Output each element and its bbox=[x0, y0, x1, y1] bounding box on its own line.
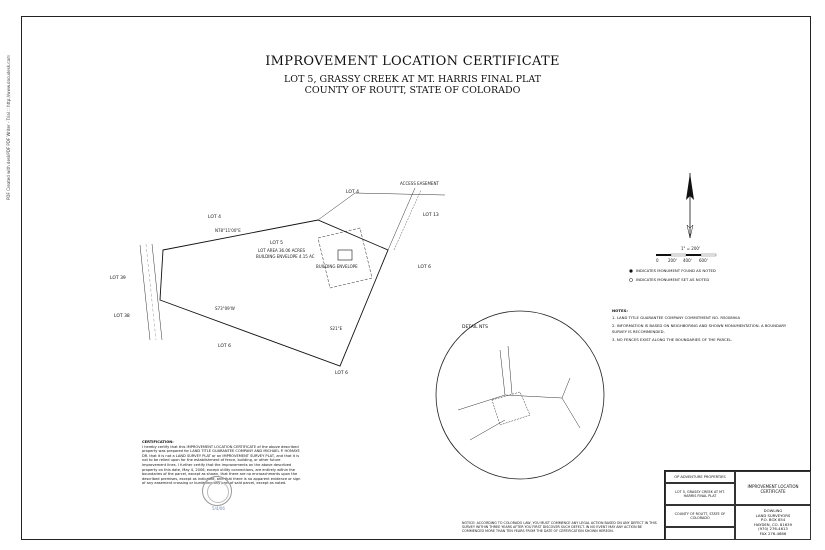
road-center bbox=[145, 243, 157, 341]
monument-found-symbol bbox=[629, 269, 633, 273]
scale-bar bbox=[656, 253, 717, 257]
tb-firm: DOWLING LAND SURVEYORS P.O. BOX 854 HAYD… bbox=[735, 505, 811, 540]
tb-firm-fax: FAX 276-4686 bbox=[759, 530, 787, 536]
north-arrow bbox=[686, 173, 694, 239]
drawing-border bbox=[21, 16, 811, 540]
access-road-line-2 bbox=[393, 189, 422, 251]
document-title: IMPROVEMENT LOCATION CERTIFICATE bbox=[265, 54, 560, 69]
bearing-annotation-east: S21°E bbox=[330, 326, 343, 331]
lot6b-label: LOT 6 bbox=[218, 343, 231, 349]
lot13-label: LOT 13 bbox=[423, 212, 439, 218]
lot4-line bbox=[317, 192, 356, 221]
scale-tick-2: 400' bbox=[683, 258, 692, 263]
lot6-label: LOT 6 bbox=[418, 264, 431, 270]
lot4b-label: LOT 4 bbox=[346, 189, 359, 195]
bearing-annotation-north: N78°11'00"E bbox=[215, 228, 241, 233]
building-footprint bbox=[337, 249, 353, 261]
surveyor-seal bbox=[202, 476, 232, 506]
document-subtitle-county: COUNTY OF ROUTT, STATE OF COLORADO bbox=[304, 85, 521, 96]
tb-firm-name: DOWLING bbox=[763, 508, 783, 513]
lot5-area: LOT AREA 36.06 ACRES bbox=[258, 248, 305, 253]
scale-tick-1: 200' bbox=[668, 258, 677, 263]
tb-county: COUNTY OF ROUTT, STATE OF COLORADO bbox=[665, 505, 735, 527]
scale-ratio: 1" = 200' bbox=[681, 246, 700, 251]
tb-firm-city: HAYDEN, CO. 81639 bbox=[753, 521, 793, 527]
scale-tick-3: 600' bbox=[699, 258, 708, 263]
tb-lot: LOT 5, GRASSY CREEK AT MT. HARRIS FINAL … bbox=[665, 483, 735, 505]
access-easement-note: ACCESS EASEMENT bbox=[400, 181, 439, 186]
detail-linework bbox=[457, 345, 581, 441]
legend-found: INDICATES MONUMENT FOUND AS NOTED bbox=[636, 268, 716, 273]
notes-heading: NOTES: bbox=[612, 308, 628, 313]
tb-firm-type: LAND SURVEYORS bbox=[755, 512, 791, 518]
road-left-edge bbox=[139, 244, 151, 341]
document-subtitle-lot: LOT 5, GRASSY CREEK AT MT. HARRIS FINAL … bbox=[283, 74, 542, 85]
road-right-edge bbox=[151, 243, 163, 341]
lot5-envelope: BUILDING ENVELOPE 4.15 AC bbox=[256, 254, 315, 259]
building-envelope bbox=[317, 227, 373, 289]
detail-label: DETAIL NTS bbox=[462, 324, 488, 330]
lot38-label: LOT 38 bbox=[114, 313, 130, 319]
tb-client: OP ADVENTURE PROPERTIES bbox=[665, 471, 735, 483]
tb-firm-address: P.O. BOX 854 bbox=[760, 517, 786, 523]
tb-revision-row bbox=[665, 527, 735, 540]
access-road-line bbox=[387, 187, 416, 251]
lot13-line bbox=[354, 192, 446, 196]
note-item: 2. INFORMATION IS BASED ON NEIGHBORING A… bbox=[612, 323, 787, 334]
scale-tick-0: 0 bbox=[656, 258, 659, 263]
tb-doc-type: IMPROVEMENT LOCATION CERTIFICATE bbox=[735, 471, 811, 505]
legend: INDICATES MONUMENT FOUND AS NOTED INDICA… bbox=[636, 268, 716, 286]
monument-set-symbol bbox=[629, 278, 633, 282]
lot5-boundary bbox=[159, 219, 389, 367]
title-block: OP ADVENTURE PROPERTIES LOT 5, GRASSY CR… bbox=[664, 470, 811, 540]
seal-signature-date: 5/4/06 bbox=[212, 506, 225, 511]
certification-heading: CERTIFICATION: bbox=[142, 440, 174, 444]
notes-block: NOTES: 1. LAND TITLE GUARANTEE COMPANY C… bbox=[612, 308, 792, 345]
note-item: 1. LAND TITLE GUARANTEE COMPANY COMMITME… bbox=[612, 315, 741, 321]
note-item: 3. NO FENCES EXIST ALONG THE BOUNDARIES … bbox=[612, 336, 733, 342]
building-envelope-label: BUILDING ENVELOPE bbox=[316, 264, 358, 269]
lot39-label: LOT 39 bbox=[110, 275, 126, 281]
legal-notice: NOTICE: ACCORDING TO COLORADO LAW, YOU M… bbox=[462, 521, 657, 534]
legend-set: INDICATES MONUMENT SET AS NOTED bbox=[636, 277, 710, 282]
bearing-annotation-south: S73°09'W bbox=[215, 306, 235, 311]
tb-firm-phone: (970) 276-4613 bbox=[758, 526, 788, 532]
lot4-label: LOT 4 bbox=[208, 214, 221, 220]
lot5-label: LOT 5 bbox=[270, 240, 283, 246]
detail-circle bbox=[435, 310, 605, 480]
lot6c-label: LOT 6 bbox=[335, 370, 348, 376]
